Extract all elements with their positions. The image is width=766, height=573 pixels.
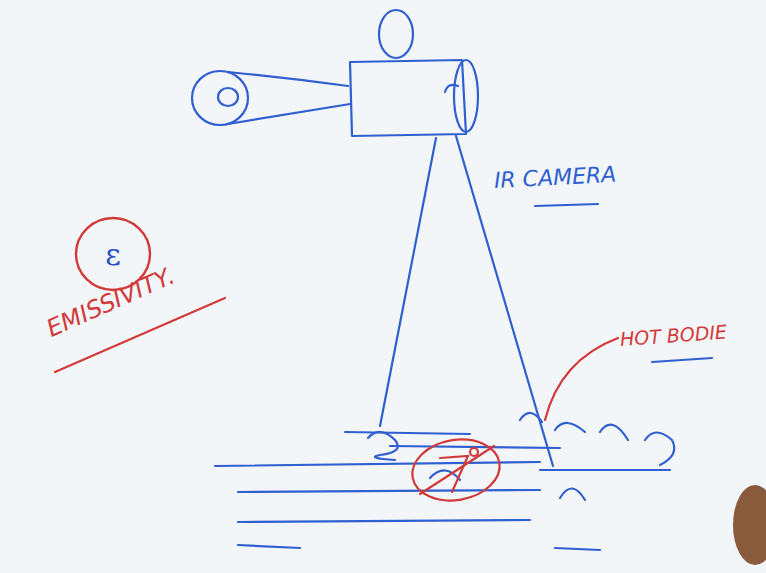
handle-hole: [218, 88, 238, 106]
camera-top-knob: [379, 10, 413, 58]
crossed-symbol: [440, 456, 468, 492]
view-line: [380, 138, 436, 426]
hot-body: [555, 423, 585, 432]
hand: [733, 485, 766, 565]
crossed-symbol: [470, 448, 478, 456]
handle-grip: [192, 71, 248, 125]
ground-line: [215, 462, 540, 466]
lens-mark: [445, 85, 458, 92]
handle-arm: [228, 72, 348, 86]
device-label: IR CAMERA: [493, 162, 617, 193]
term-label: EMISSIVITY.: [42, 261, 179, 342]
hot-body: [520, 413, 542, 422]
underline: [535, 204, 598, 206]
leader-line: [545, 338, 618, 420]
crossed-circle: [407, 433, 504, 507]
ground-line: [238, 545, 300, 548]
underline: [652, 358, 712, 362]
body-line: [345, 432, 470, 434]
body-line: [540, 469, 670, 471]
hot-body: [645, 433, 674, 466]
camera-body: [350, 60, 466, 136]
hot-body: [600, 425, 628, 440]
ground-line: [238, 520, 530, 522]
ground-line: [555, 548, 600, 550]
hot-body: [560, 488, 585, 500]
camera-lens: [454, 60, 478, 132]
strike-line: [420, 446, 494, 494]
ground-line: [238, 490, 540, 492]
callout-label: HOT BODIE: [619, 321, 727, 350]
